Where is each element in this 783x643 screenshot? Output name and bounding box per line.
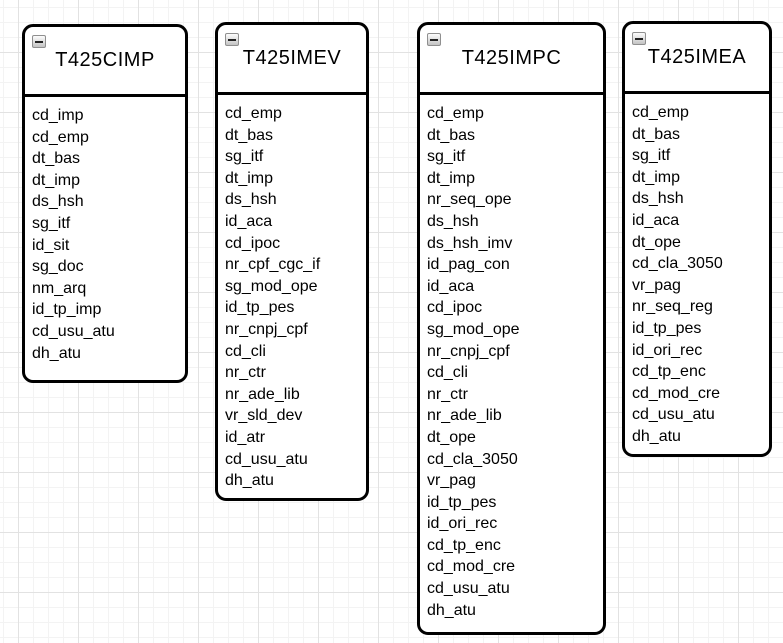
column-nr_ade_lib[interactable]: nr_ade_lib bbox=[427, 407, 502, 425]
column-dt_bas[interactable]: dt_bas bbox=[225, 126, 274, 144]
column-id_tp_pes[interactable]: id_tp_pes bbox=[632, 319, 702, 337]
column-cd_ipoc[interactable]: cd_ipoc bbox=[225, 234, 281, 252]
column-nm_arq[interactable]: nm_arq bbox=[32, 279, 87, 297]
column-cd_usu_atu[interactable]: cd_usu_atu bbox=[225, 450, 308, 468]
column-ds_hsh_imv[interactable]: ds_hsh_imv bbox=[427, 234, 513, 252]
column-dh_atu[interactable]: dh_atu bbox=[32, 344, 81, 362]
column-dt_bas[interactable]: dt_bas bbox=[632, 125, 681, 143]
column-cd_cla_3050[interactable]: cd_cla_3050 bbox=[632, 255, 723, 273]
column-id_aca[interactable]: id_aca bbox=[225, 212, 273, 230]
column-id_atr[interactable]: id_atr bbox=[225, 428, 266, 446]
column-sg_doc[interactable]: sg_doc bbox=[32, 258, 84, 276]
column-nr_ade_lib[interactable]: nr_ade_lib bbox=[225, 385, 300, 403]
column-cd_imp[interactable]: cd_imp bbox=[32, 107, 84, 124]
column-cd_cla_3050[interactable]: cd_cla_3050 bbox=[427, 450, 518, 468]
column-nr_cpf_cgc_if[interactable]: nr_cpf_cgc_if bbox=[225, 256, 321, 274]
column-sg_itf[interactable]: sg_itf bbox=[632, 147, 671, 165]
column-cd_cli[interactable]: cd_cli bbox=[225, 342, 266, 360]
column-id_tp_pes[interactable]: id_tp_pes bbox=[225, 299, 295, 317]
column-list: cd_imp cd_emp dt_bas dt_imp ds_hsh sg_itf id_s… bbox=[25, 97, 185, 380]
column-cd_tp_enc[interactable]: cd_tp_enc bbox=[632, 363, 706, 381]
column-dt_bas[interactable]: dt_bas bbox=[427, 126, 476, 144]
collapse-minus-icon[interactable] bbox=[632, 32, 646, 45]
column-cd_usu_atu[interactable]: cd_usu_atu bbox=[32, 322, 115, 340]
column-nr_seq_reg[interactable]: nr_seq_reg bbox=[632, 298, 713, 316]
column-sg_itf[interactable]: sg_itf bbox=[225, 148, 264, 166]
column-dt_ope[interactable]: dt_ope bbox=[427, 428, 476, 446]
column-id_tp_pes[interactable]: id_tp_pes bbox=[427, 493, 497, 511]
collapse-minus-icon[interactable] bbox=[32, 35, 46, 48]
column-nr_ctr[interactable]: nr_ctr bbox=[225, 364, 266, 382]
entity-t425impc[interactable]: T425IMPC cd_emp dt_bas sg_itf dt_imp nr_seq_… bbox=[417, 22, 606, 635]
column-dt_imp[interactable]: dt_imp bbox=[632, 168, 681, 186]
column-id_ori_rec[interactable]: id_ori_rec bbox=[632, 341, 703, 359]
column-vr_sld_dev[interactable]: vr_sld_dev bbox=[225, 407, 303, 425]
column-cd_mod_cre[interactable]: cd_mod_cre bbox=[427, 558, 516, 576]
column-ds_hsh[interactable]: ds_hsh bbox=[632, 190, 684, 208]
column-cd_emp[interactable]: cd_emp bbox=[427, 105, 484, 122]
column-nr_ctr[interactable]: nr_ctr bbox=[427, 385, 468, 403]
column-ds_hsh[interactable]: ds_hsh bbox=[225, 191, 277, 209]
column-id_aca[interactable]: id_aca bbox=[632, 211, 680, 229]
column-nr_cnpj_cpf[interactable]: nr_cnpj_cpf bbox=[225, 320, 308, 338]
table-title: T425IMEV bbox=[242, 47, 342, 69]
column-id_aca[interactable]: id_aca bbox=[427, 277, 475, 295]
column-ds_hsh[interactable]: ds_hsh bbox=[427, 212, 479, 230]
column-id_tp_imp[interactable]: id_tp_imp bbox=[32, 301, 102, 319]
column-id_ori_rec[interactable]: id_ori_rec bbox=[427, 515, 498, 533]
column-cd_emp[interactable]: cd_emp bbox=[632, 104, 689, 121]
minus-glyph bbox=[228, 38, 236, 41]
column-vr_pag[interactable]: vr_pag bbox=[632, 276, 681, 294]
column-sg_itf[interactable]: sg_itf bbox=[32, 214, 71, 232]
column-dt_imp[interactable]: dt_imp bbox=[32, 171, 81, 189]
entity-header[interactable]: T425IMPC bbox=[420, 25, 603, 95]
column-cd_mod_cre[interactable]: cd_mod_cre bbox=[632, 384, 721, 402]
minus-glyph bbox=[35, 40, 43, 43]
column-nr_cnpj_cpf[interactable]: nr_cnpj_cpf bbox=[427, 342, 510, 360]
column-dh_atu[interactable]: dh_atu bbox=[427, 601, 476, 619]
entity-header[interactable]: T425IMEA bbox=[625, 24, 769, 94]
collapse-minus-icon[interactable] bbox=[427, 33, 441, 46]
column-dh_atu[interactable]: dh_atu bbox=[632, 427, 681, 445]
column-dt_bas[interactable]: dt_bas bbox=[32, 150, 81, 168]
column-cd_emp[interactable]: cd_emp bbox=[225, 105, 282, 122]
column-cd_tp_enc[interactable]: cd_tp_enc bbox=[427, 536, 501, 554]
column-dt_imp[interactable]: dt_imp bbox=[427, 169, 476, 187]
collapse-minus-icon[interactable] bbox=[225, 33, 239, 46]
minus-glyph bbox=[635, 37, 643, 40]
column-list: cd_emp dt_bas sg_itf dt_imp nr_seq_ope ds_hsh… bbox=[420, 95, 603, 632]
column-sg_itf[interactable]: sg_itf bbox=[427, 148, 466, 166]
column-cd_usu_atu[interactable]: cd_usu_atu bbox=[632, 406, 715, 424]
column-cd_cli[interactable]: cd_cli bbox=[427, 364, 468, 382]
minus-glyph bbox=[430, 38, 438, 41]
column-id_pag_con[interactable]: id_pag_con bbox=[427, 256, 510, 274]
column-list: cd_emp dt_bas sg_itf dt_imp ds_hsh id_aca cd_i… bbox=[218, 95, 366, 498]
column-dt_ope[interactable]: dt_ope bbox=[632, 233, 681, 251]
column-sg_mod_ope[interactable]: sg_mod_ope bbox=[427, 320, 520, 338]
entity-header[interactable]: T425IMEV bbox=[218, 25, 366, 95]
column-cd_usu_atu[interactable]: cd_usu_atu bbox=[427, 580, 510, 598]
column-cd_ipoc[interactable]: cd_ipoc bbox=[427, 299, 483, 317]
column-ds_hsh[interactable]: ds_hsh bbox=[32, 193, 84, 211]
column-dh_atu[interactable]: dh_atu bbox=[225, 472, 274, 490]
column-list: cd_emp dt_bas sg_itf dt_imp ds_hsh id_aca dt_o… bbox=[625, 94, 769, 454]
table-title: T425IMEA bbox=[647, 46, 747, 68]
column-cd_emp[interactable]: cd_emp bbox=[32, 128, 89, 146]
column-vr_pag[interactable]: vr_pag bbox=[427, 472, 476, 490]
column-dt_imp[interactable]: dt_imp bbox=[225, 169, 274, 187]
entity-header[interactable]: T425CIMP bbox=[25, 27, 185, 97]
column-id_sit[interactable]: id_sit bbox=[32, 236, 70, 254]
table-title: T425CIMP bbox=[55, 49, 155, 71]
column-sg_mod_ope[interactable]: sg_mod_ope bbox=[225, 277, 318, 295]
column-nr_seq_ope[interactable]: nr_seq_ope bbox=[427, 191, 512, 209]
table-title: T425IMPC bbox=[461, 47, 562, 69]
